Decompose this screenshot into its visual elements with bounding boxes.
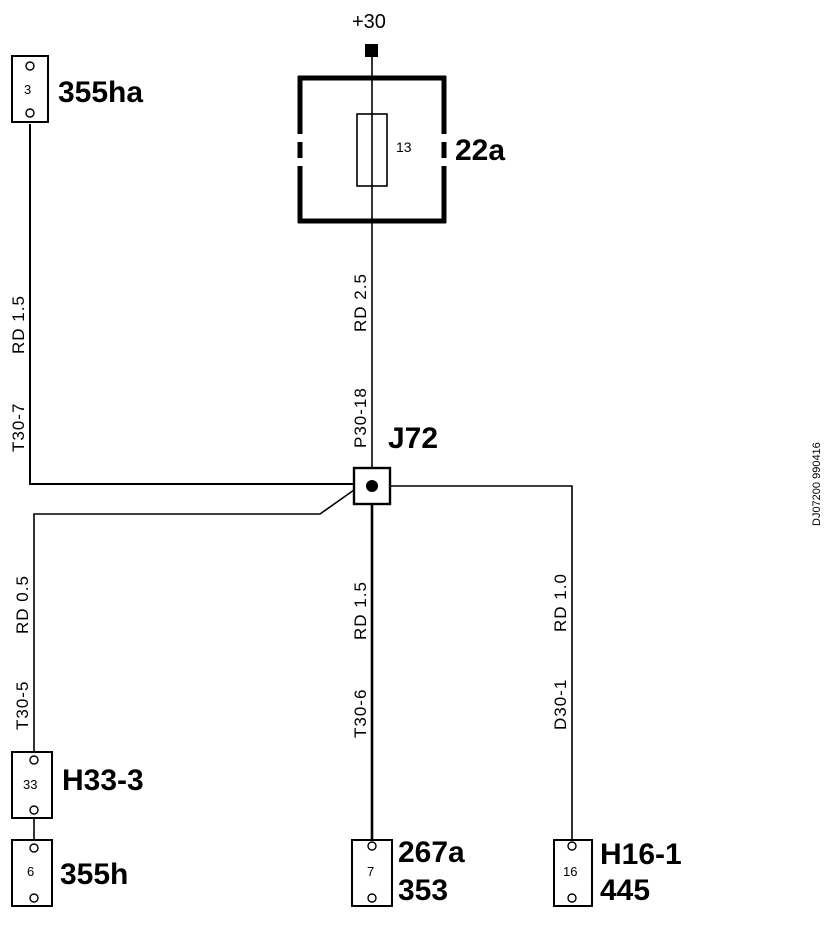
wire-h33 [33, 489, 355, 752]
wire-h33-spec: RD 0.5 [13, 575, 32, 634]
wire-right [390, 485, 573, 840]
connector-h16-1: 16 [553, 839, 593, 907]
wire-middle-spec: RD 1.5 [351, 581, 370, 640]
connector-355h: 6 [11, 839, 53, 907]
wire-top-code: P30-18 [351, 387, 370, 448]
connector-h16-1-id: H16-1 [600, 838, 682, 871]
document-id: DJ07200 990416 [811, 442, 823, 526]
connector-h16-1-pin: 16 [563, 864, 577, 879]
connector-267a: 7 [351, 839, 393, 907]
wire-right-spec: RD 1.0 [551, 573, 570, 632]
wire-left [29, 124, 354, 485]
connector-353-id: 353 [398, 874, 448, 907]
junction-dot [366, 480, 378, 492]
connector-445-id: 445 [600, 874, 650, 907]
supply-terminal [365, 44, 378, 57]
connector-267a-id: 267a [398, 836, 465, 869]
connector-h33-3-id: H33-3 [62, 764, 144, 797]
fuse-number: 13 [396, 139, 412, 155]
connector-355ha: 3 [11, 55, 49, 123]
connector-355h-id: 355h [60, 858, 128, 891]
connector-267a-pin: 7 [367, 864, 374, 879]
fuse-id: 22a [455, 134, 505, 167]
connector-355ha-pin: 3 [24, 82, 31, 97]
wire-h33-code: T30-5 [13, 681, 32, 730]
wire-top-spec: RD 2.5 [351, 273, 370, 332]
wire-right-code: D30-1 [551, 679, 570, 730]
junction-id: J72 [388, 422, 438, 455]
connector-355h-pin: 6 [27, 864, 34, 879]
connector-355ha-id: 355ha [58, 76, 143, 109]
connector-h33-3-pin: 33 [23, 777, 37, 792]
connector-h33-3: 33 [11, 751, 53, 819]
wire-left-code: T30-7 [9, 403, 28, 452]
supply-label: +30 [352, 11, 386, 33]
wire-middle-code: T30-6 [351, 689, 370, 738]
wire-left-spec: RD 1.5 [9, 295, 28, 354]
